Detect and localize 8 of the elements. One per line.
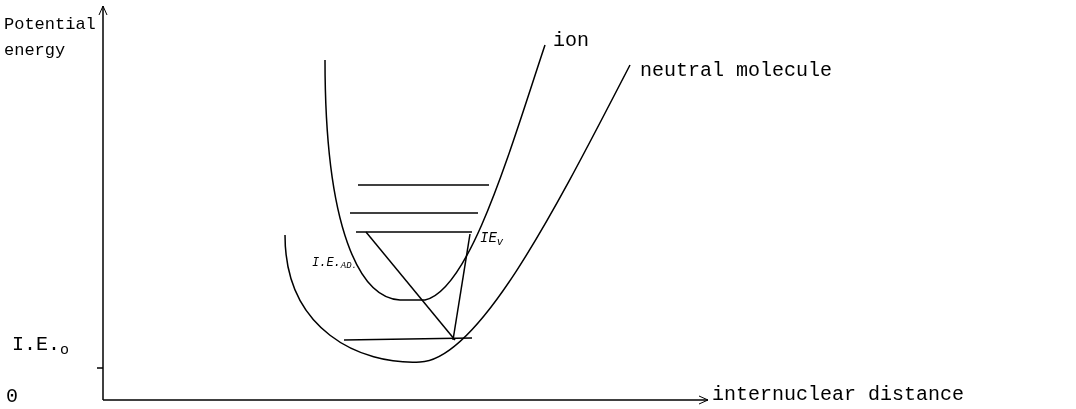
curve-label: neutral molecule <box>640 58 833 84</box>
axis-title: Potential energy <box>4 14 96 62</box>
axis-title: internuclear distance <box>712 382 965 408</box>
curve-label: ion <box>553 28 589 54</box>
transition-label: I.E.$_{AD.}$ <box>312 255 357 272</box>
transition-label: IE$_{v}$ <box>480 229 504 249</box>
axis-tick-label: I.E.$_{o}$ <box>12 332 70 360</box>
axis-tick-label: 0 <box>6 384 18 409</box>
